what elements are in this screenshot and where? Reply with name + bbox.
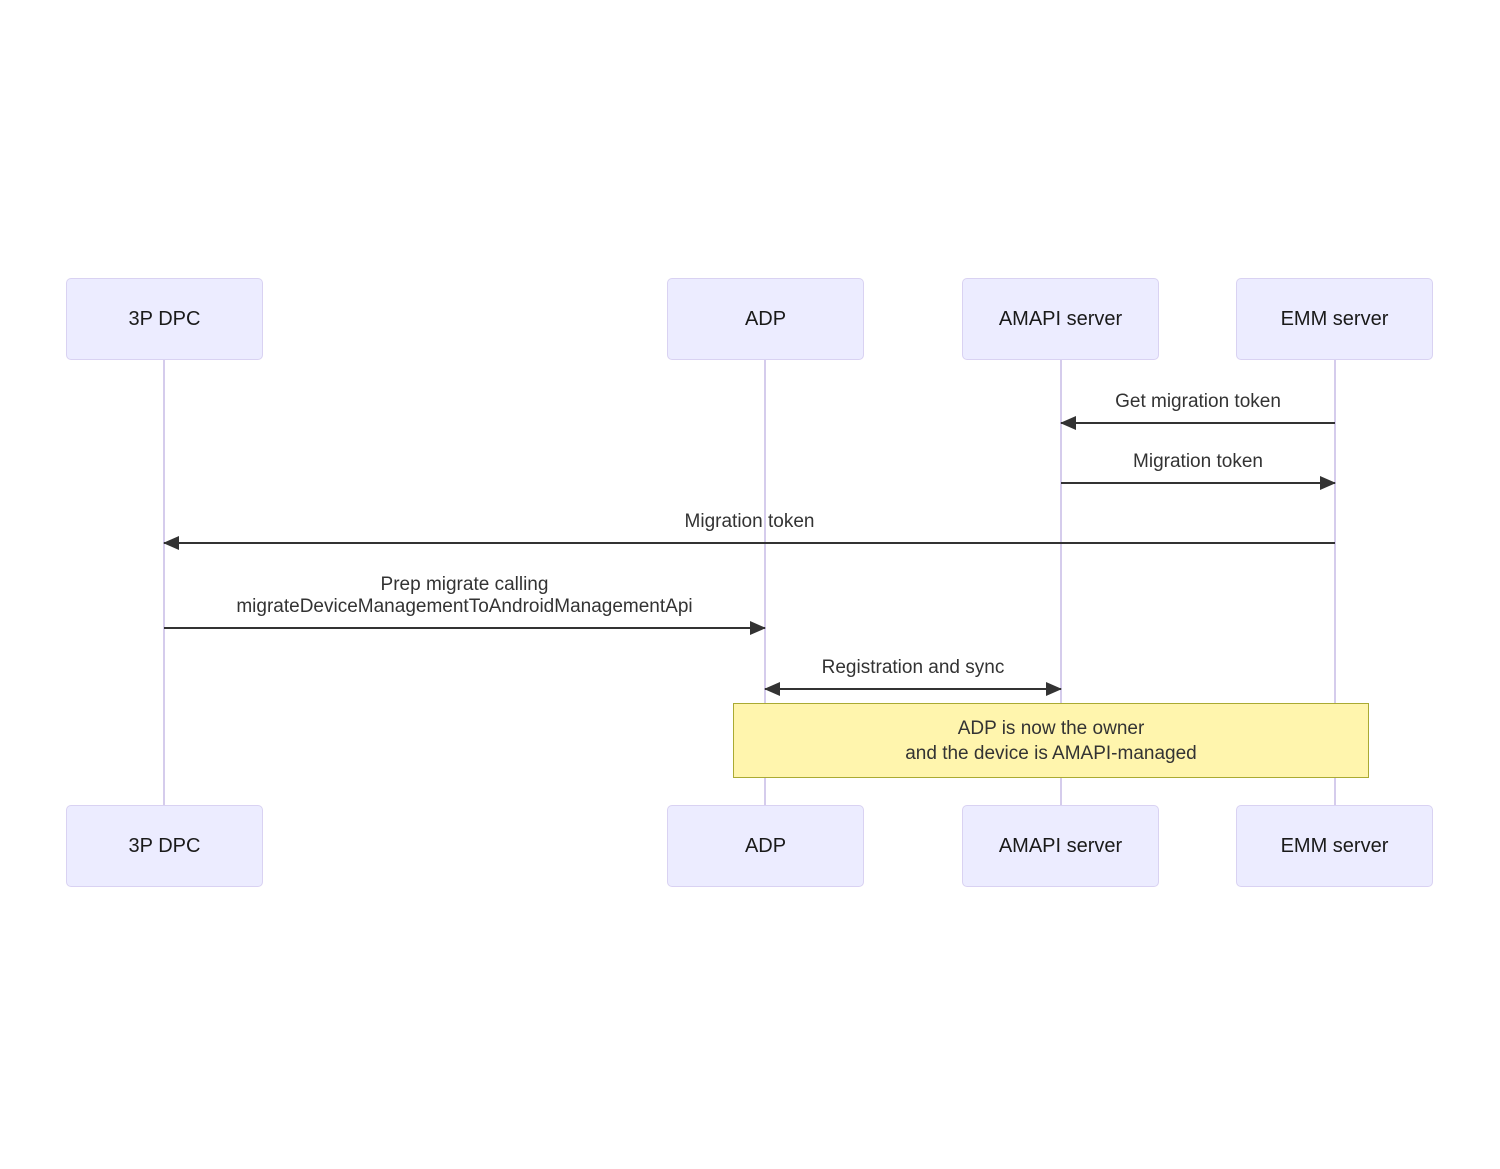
message-arrow-migration-token-to-emm — [1061, 476, 1336, 490]
actor-label-emm-server: EMM server — [1280, 834, 1389, 857]
actor-emm-server-top: EMM server — [1236, 278, 1433, 360]
actor-label-3p-dpc: 3P DPC — [128, 307, 201, 330]
arrowhead-right-icon — [1320, 476, 1336, 490]
message-text-line1: Prep migrate calling — [380, 574, 549, 595]
message-arrow-get-migration-token — [1060, 416, 1335, 430]
message-text: Get migration token — [1115, 391, 1281, 412]
actor-adp-bottom: ADP — [667, 805, 864, 887]
arrowhead-left-icon — [764, 682, 780, 696]
message-arrow-registration-and-sync — [764, 682, 1062, 696]
note-text-line1: ADP is now the owner — [957, 717, 1145, 739]
actor-3p-dpc-top: 3P DPC — [66, 278, 263, 360]
actor-label-adp: ADP — [744, 834, 787, 857]
message-text: Migration token — [1133, 451, 1263, 472]
actor-amapi-server-bottom: AMAPI server — [962, 805, 1159, 887]
note-text-line2: and the device is AMAPI-managed — [905, 742, 1197, 764]
arrowhead-right-icon — [750, 621, 766, 635]
arrowhead-left-icon — [1060, 416, 1076, 430]
actor-amapi-server-top: AMAPI server — [962, 278, 1159, 360]
arrowhead-right-icon — [1046, 682, 1062, 696]
actor-adp-top: ADP — [667, 278, 864, 360]
actor-label-emm-server: EMM server — [1280, 307, 1389, 330]
actor-3p-dpc-bottom: 3P DPC — [66, 805, 263, 887]
message-text-line2: migrateDeviceManagementToAndroidManageme… — [236, 596, 693, 617]
actor-label-amapi-server: AMAPI server — [998, 834, 1123, 857]
actor-label-3p-dpc: 3P DPC — [128, 834, 201, 857]
actor-emm-server-bottom: EMM server — [1236, 805, 1433, 887]
message-arrow-migration-token-to-dpc — [163, 536, 1335, 550]
actor-label-amapi-server: AMAPI server — [998, 307, 1123, 330]
message-label-migration-token-to-dpc: Migration token — [164, 511, 1335, 533]
lifeline-adp — [764, 360, 766, 805]
message-text: Migration token — [684, 511, 815, 532]
message-label-registration-and-sync: Registration and sync — [765, 657, 1061, 679]
message-arrow-prep-migrate — [164, 621, 766, 635]
lifeline-amapi-server — [1060, 360, 1062, 805]
lifeline-3p-dpc — [163, 360, 165, 805]
message-label-get-migration-token: Get migration token — [1061, 391, 1335, 413]
lifeline-emm-server — [1334, 360, 1336, 805]
arrowhead-left-icon — [163, 536, 179, 550]
note-adp-owner: ADP is now the owner and the device is A… — [733, 703, 1369, 778]
message-label-migration-token-to-emm: Migration token — [1061, 451, 1335, 473]
message-label-prep-migrate: Prep migrate calling migrateDeviceManage… — [164, 574, 765, 618]
actor-label-adp: ADP — [744, 307, 787, 330]
message-text: Registration and sync — [821, 657, 1005, 678]
